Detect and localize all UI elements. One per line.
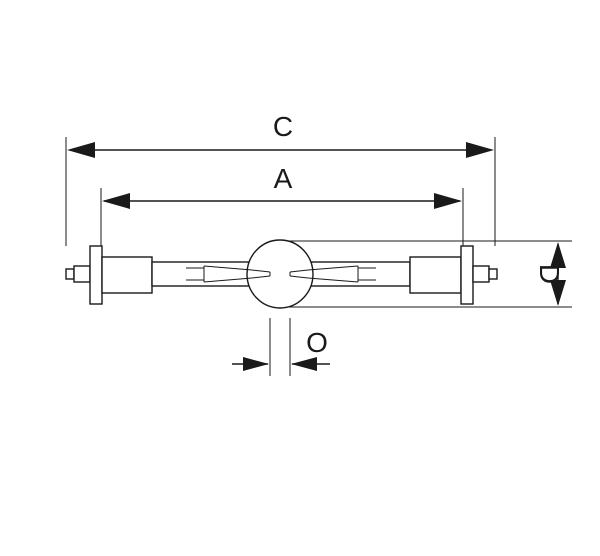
left-pin bbox=[65, 265, 91, 283]
c-arrow-left bbox=[67, 142, 95, 158]
d-arrow-bottom bbox=[550, 280, 566, 306]
a-label: A bbox=[274, 163, 293, 194]
left-neck-tube bbox=[151, 261, 255, 287]
c-label: C bbox=[273, 111, 293, 142]
o-label: O bbox=[306, 327, 328, 358]
o-arrow-right bbox=[291, 357, 317, 371]
left-cap bbox=[101, 256, 153, 294]
right-pin-body bbox=[472, 265, 490, 283]
bulb bbox=[246, 239, 314, 309]
dimension-d: D bbox=[534, 242, 566, 306]
extension-lines-a bbox=[100, 188, 464, 246]
a-arrow-left bbox=[102, 193, 130, 209]
right-pin-tip bbox=[488, 268, 498, 280]
right-flange bbox=[460, 245, 474, 305]
lamp bbox=[65, 239, 498, 309]
extension-lines-c bbox=[65, 137, 496, 246]
dimension-o: O bbox=[232, 327, 330, 371]
left-electrode bbox=[186, 265, 271, 283]
extension-lines-d bbox=[283, 240, 572, 308]
left-flange bbox=[89, 245, 103, 305]
a-arrow-right bbox=[434, 193, 462, 209]
c-arrow-right bbox=[466, 142, 494, 158]
dimension-a: A bbox=[102, 163, 462, 209]
right-pin bbox=[472, 265, 498, 283]
left-pin-body bbox=[73, 265, 91, 283]
dimension-c: C bbox=[67, 111, 494, 158]
right-cap bbox=[409, 256, 462, 294]
d-arrow-top bbox=[550, 242, 566, 268]
right-electrode bbox=[289, 265, 376, 283]
left-pin-tip bbox=[65, 268, 75, 280]
d-label: D bbox=[534, 264, 565, 284]
o-arrow-left bbox=[243, 357, 269, 371]
extension-lines-o bbox=[269, 318, 291, 376]
